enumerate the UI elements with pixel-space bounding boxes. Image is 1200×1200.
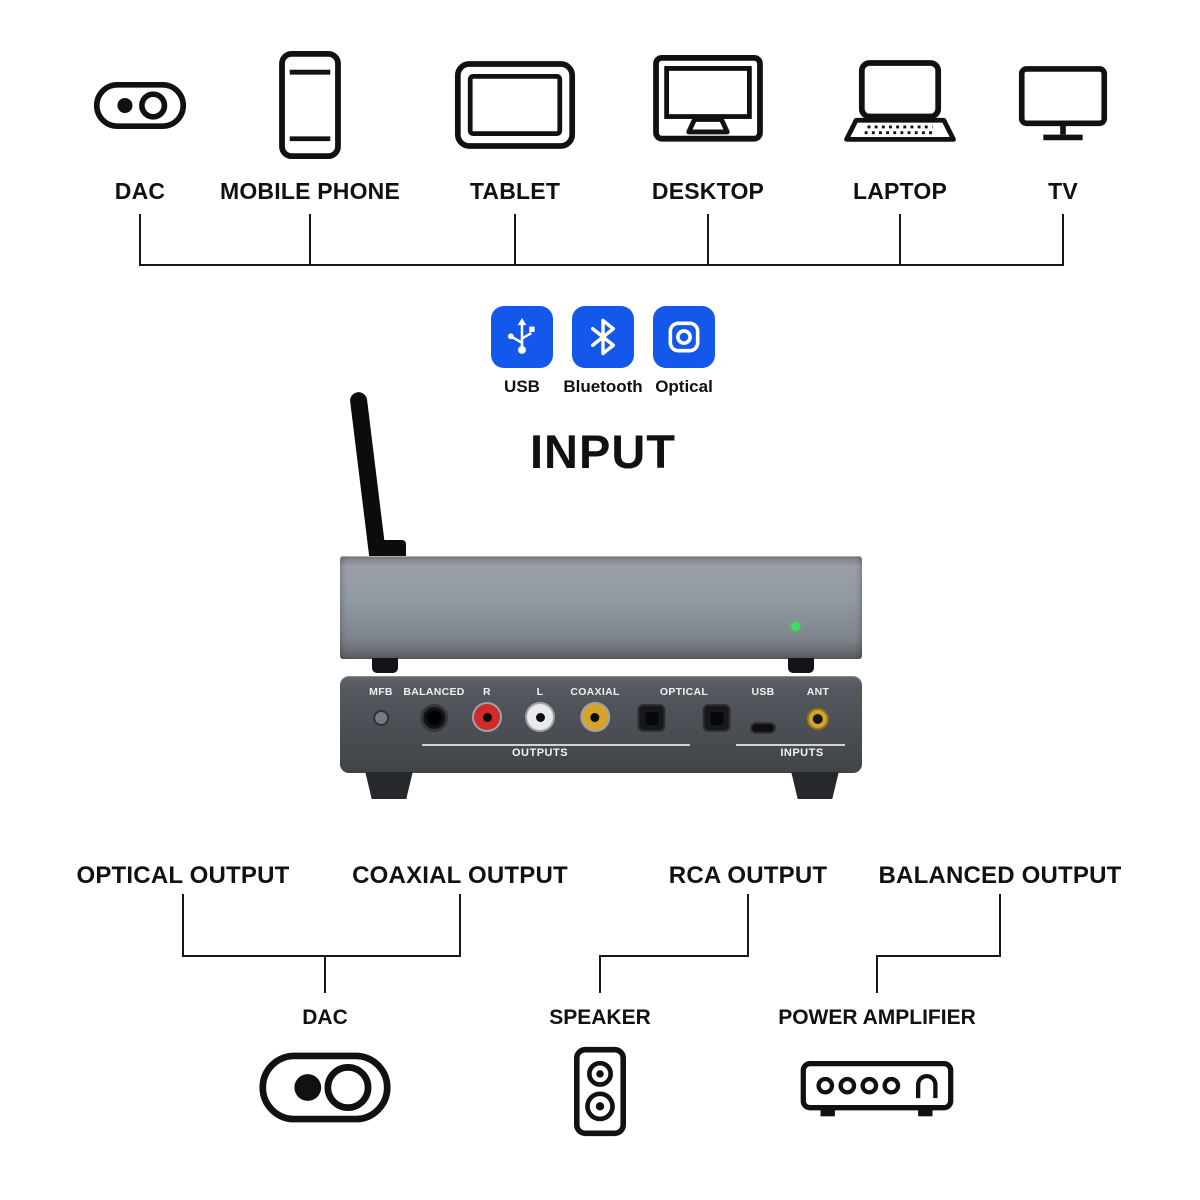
balanced-jack <box>419 704 448 732</box>
dac-icon <box>258 1050 392 1125</box>
mobile-phone-icon <box>278 42 342 168</box>
outputs-group-label: OUTPUTS <box>511 747 569 759</box>
port-label: USB <box>751 686 775 698</box>
input-method-usb: USB <box>474 306 570 397</box>
connector-line <box>599 955 749 957</box>
connector-line <box>999 894 1001 955</box>
port-coaxial: COAXIAL <box>570 686 619 730</box>
input-method-optical: Optical <box>636 306 732 397</box>
connector-line <box>599 955 601 993</box>
destination-label-power-amplifier: POWER AMPLIFIER <box>778 1006 976 1029</box>
usb-icon <box>491 306 553 368</box>
source-desktop: DESKTOP <box>608 42 808 205</box>
port-optical: OPTICAL <box>637 686 731 732</box>
device-rear-panel: MFB BALANCED R L COAXIAL OPTICAL <box>340 676 862 773</box>
mfb-button <box>373 710 389 726</box>
device-foot <box>791 772 839 799</box>
device-front-panel <box>340 556 862 659</box>
port-balanced: BALANCED <box>403 686 464 732</box>
connector-line <box>747 894 749 955</box>
connector-line <box>459 894 461 955</box>
source-label: TABLET <box>469 178 561 204</box>
output-label-balanced: BALANCED OUTPUT <box>878 862 1122 889</box>
input-method-label: Bluetooth <box>563 377 643 396</box>
connector-line <box>707 214 709 264</box>
tv-icon <box>1018 42 1108 168</box>
input-method-label: Optical <box>655 377 713 396</box>
inputs-group-label: INPUTS <box>780 747 824 759</box>
outputs-group-line <box>422 744 690 746</box>
speaker-icon <box>573 1046 627 1137</box>
output-label-coaxial: COAXIAL OUTPUT <box>352 862 568 889</box>
power-led <box>791 622 800 631</box>
source-mobile-phone: MOBILE PHONE <box>210 42 410 205</box>
source-label: DESKTOP <box>651 178 765 204</box>
connector-line <box>876 955 878 993</box>
source-tv: TV <box>963 42 1163 205</box>
antenna <box>349 391 387 564</box>
antenna-connector <box>806 708 829 730</box>
device-foot <box>372 658 398 673</box>
connector-line <box>139 214 141 264</box>
port-label: ANT <box>806 686 830 698</box>
toslink-port <box>637 704 666 732</box>
source-laptop: LAPTOP <box>800 42 1000 205</box>
device-foot <box>788 658 814 673</box>
port-label: MFB <box>369 686 393 698</box>
input-heading: INPUT <box>530 425 676 478</box>
source-dac: DAC <box>40 42 240 205</box>
port-label: OPTICAL <box>659 686 709 698</box>
input-method-label: USB <box>504 377 540 396</box>
laptop-icon <box>837 42 963 168</box>
input-method-bluetooth: Bluetooth <box>555 306 651 397</box>
source-label: TV <box>1048 178 1078 204</box>
port-ant: ANT <box>807 686 829 730</box>
connector-line <box>182 955 461 957</box>
connector-line <box>309 214 311 264</box>
connector-line <box>139 264 1064 266</box>
port-rca-r: R <box>474 686 500 730</box>
bluetooth-icon <box>572 306 634 368</box>
connector-line <box>876 955 1001 957</box>
toslink-ports <box>637 704 731 732</box>
usb-c-port <box>750 722 776 734</box>
port-mfb: MFB <box>369 686 393 726</box>
port-label: R <box>483 686 491 698</box>
power-amplifier-icon <box>799 1056 955 1123</box>
rca-white-jack <box>527 704 553 730</box>
toslink-port <box>702 704 731 732</box>
source-label: DAC <box>114 178 166 204</box>
connector-line <box>514 214 516 264</box>
connector-line <box>324 955 326 993</box>
device-foot <box>365 772 413 799</box>
source-label: MOBILE PHONE <box>219 178 401 204</box>
dac-icon <box>93 42 187 168</box>
port-label: L <box>536 686 544 698</box>
connector-line <box>1062 214 1064 264</box>
coaxial-jack <box>581 704 608 730</box>
output-label-rca: RCA OUTPUT <box>668 862 828 889</box>
rca-red-jack <box>474 704 500 730</box>
port-label: COAXIAL <box>570 686 620 698</box>
destination-label-dac: DAC <box>302 1006 348 1029</box>
connector-line <box>182 894 184 955</box>
connector-line <box>899 214 901 264</box>
tablet-icon <box>454 42 576 168</box>
inputs-group-line <box>736 744 845 746</box>
port-rca-l: L <box>527 686 553 730</box>
source-label: LAPTOP <box>852 178 948 204</box>
output-label-optical: OPTICAL OUTPUT <box>76 862 290 889</box>
optical-icon <box>653 306 715 368</box>
desktop-icon <box>652 42 764 168</box>
port-label: BALANCED <box>403 686 465 698</box>
port-usb: USB <box>750 686 776 734</box>
source-tablet: TABLET <box>415 42 615 205</box>
destination-label-speaker: SPEAKER <box>549 1006 651 1029</box>
